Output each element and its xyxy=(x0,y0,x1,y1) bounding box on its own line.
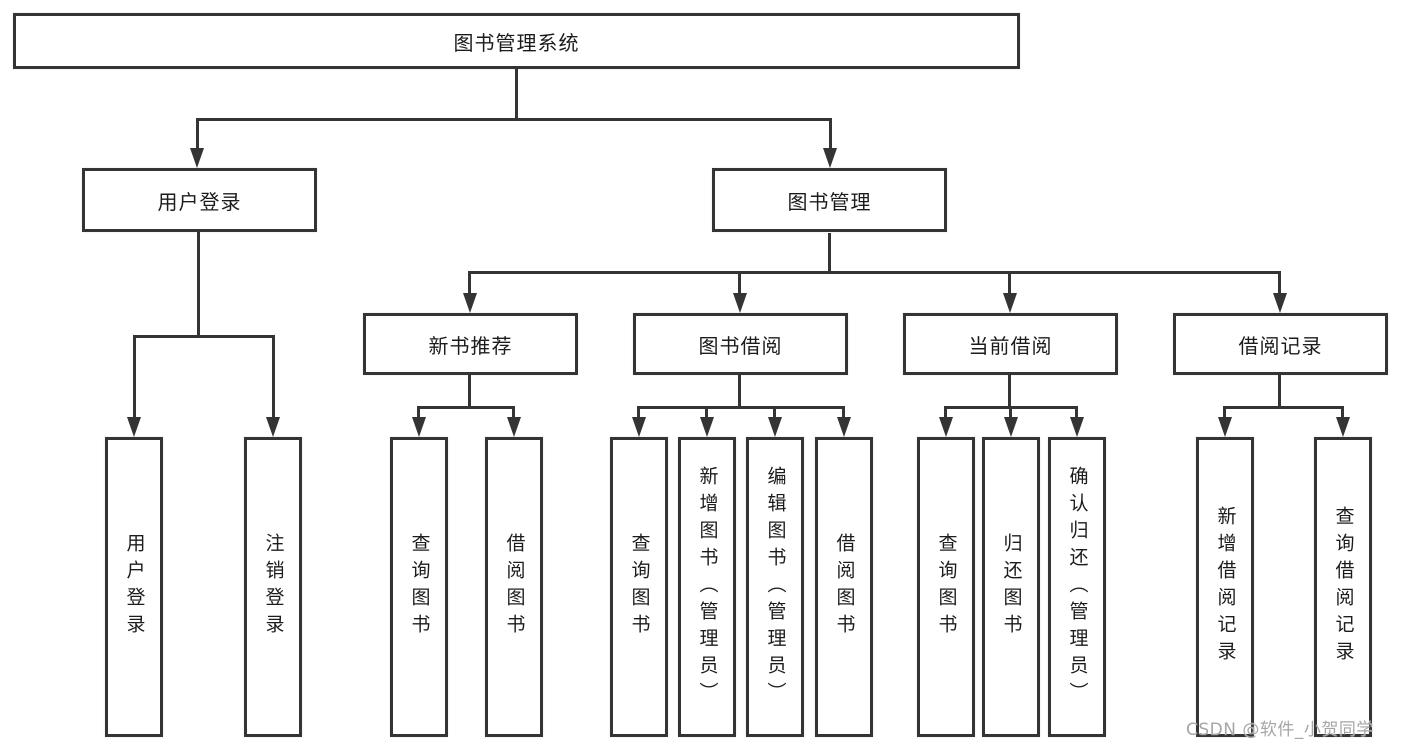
connector-vertical xyxy=(1008,271,1011,297)
connector-vertical xyxy=(512,406,515,421)
connector-vertical xyxy=(1008,375,1011,409)
connector-vertical xyxy=(738,375,741,409)
leaf-query-books: 查询图书 xyxy=(610,437,668,737)
connector-vertical xyxy=(828,233,831,274)
node-new-book-recommendation: 新书推荐 xyxy=(363,313,578,375)
connector-vertical xyxy=(1009,406,1012,421)
node-book-borrowing: 图书借阅 xyxy=(633,313,848,375)
arrow-down-icon xyxy=(1070,417,1084,437)
leaf-query-books: 查询图书 xyxy=(917,437,975,737)
arrow-down-icon xyxy=(939,417,953,437)
connector-vertical xyxy=(1278,375,1281,409)
watermark: CSDN @软件_小贺同学 xyxy=(1186,720,1374,740)
node-label: 编辑图书（管理员） xyxy=(764,465,787,709)
node-label: 图书管理系统 xyxy=(453,30,580,55)
connector-vertical xyxy=(637,406,640,421)
arrow-down-icon xyxy=(127,417,141,437)
leaf-add-borrow-record: 新增借阅记录 xyxy=(1196,437,1254,737)
arrow-down-icon xyxy=(1003,293,1017,313)
connector-horizontal xyxy=(637,406,845,409)
node-label: 确认归还（管理员） xyxy=(1066,465,1089,709)
node-label: 当前借阅 xyxy=(968,333,1053,358)
connector-vertical xyxy=(1278,271,1281,297)
leaf-query-books: 查询图书 xyxy=(390,437,448,737)
connector-horizontal xyxy=(468,271,1281,274)
arrow-down-icon xyxy=(1218,417,1232,437)
arrow-down-icon xyxy=(412,417,426,437)
connector-vertical xyxy=(1341,406,1344,421)
connector-vertical xyxy=(842,406,845,421)
node-label: 用户登录 xyxy=(123,533,146,641)
arrow-down-icon xyxy=(463,293,477,313)
leaf-return-books: 归还图书 xyxy=(982,437,1040,737)
node-current-borrowing: 当前借阅 xyxy=(903,313,1118,375)
connector-vertical xyxy=(738,271,741,297)
connector-horizontal xyxy=(417,406,515,409)
connector-vertical xyxy=(197,232,200,338)
node-label: 新书推荐 xyxy=(428,333,513,358)
arrow-down-icon xyxy=(507,417,521,437)
connector-horizontal xyxy=(196,118,831,121)
node-label: 借阅记录 xyxy=(1238,333,1323,358)
connector-vertical xyxy=(1223,406,1226,421)
leaf-edit-books-admin: 编辑图书（管理员） xyxy=(746,437,804,737)
leaf-borrow-books: 借阅图书 xyxy=(815,437,873,737)
arrow-down-icon xyxy=(823,148,837,168)
node-borrowing-records: 借阅记录 xyxy=(1173,313,1388,375)
node-book-management: 图书管理 xyxy=(712,168,947,232)
connector-vertical xyxy=(944,406,947,421)
node-label: 查询图书 xyxy=(408,533,431,641)
leaf-user-login: 用户登录 xyxy=(105,437,163,737)
node-library-management-system: 图书管理系统 xyxy=(13,13,1020,69)
leaf-query-borrow-record: 查询借阅记录 xyxy=(1314,437,1372,737)
arrow-down-icon xyxy=(768,417,782,437)
connector-horizontal xyxy=(133,335,275,338)
node-label: 新增图书（管理员） xyxy=(696,465,719,709)
connector-vertical xyxy=(133,335,136,421)
leaf-borrow-books: 借阅图书 xyxy=(485,437,543,737)
connector-vertical xyxy=(468,271,471,297)
connector-vertical xyxy=(196,118,199,152)
leaf-confirm-return-admin: 确认归还（管理员） xyxy=(1048,437,1106,737)
node-label: 查询图书 xyxy=(935,533,958,641)
arrow-down-icon xyxy=(1273,293,1287,313)
connector-vertical xyxy=(1075,406,1078,421)
node-label: 图书借阅 xyxy=(698,333,783,358)
connector-vertical xyxy=(468,375,471,409)
connector-vertical xyxy=(705,406,708,421)
arrow-down-icon xyxy=(632,417,646,437)
node-label: 借阅图书 xyxy=(503,533,526,641)
arrow-down-icon xyxy=(266,417,280,437)
arrow-down-icon xyxy=(1004,417,1018,437)
node-user-login: 用户登录 xyxy=(82,168,317,232)
node-label: 新增借阅记录 xyxy=(1214,506,1237,668)
connector-horizontal xyxy=(1223,406,1344,409)
connector-vertical xyxy=(272,335,275,421)
node-label: 借阅图书 xyxy=(833,533,856,641)
arrow-down-icon xyxy=(190,148,204,168)
arrow-down-icon xyxy=(733,293,747,313)
node-label: 归还图书 xyxy=(1000,533,1023,641)
connector-vertical xyxy=(417,406,420,421)
connector-vertical xyxy=(829,118,832,152)
leaf-logout: 注销登录 xyxy=(244,437,302,737)
node-label: 查询图书 xyxy=(628,533,651,641)
arrow-down-icon xyxy=(837,417,851,437)
node-label: 注销登录 xyxy=(262,533,285,641)
connector-vertical xyxy=(773,406,776,421)
arrow-down-icon xyxy=(1336,417,1350,437)
node-label: 查询借阅记录 xyxy=(1332,506,1355,668)
arrow-down-icon xyxy=(700,417,714,437)
leaf-add-books-admin: 新增图书（管理员） xyxy=(678,437,736,737)
node-label: 用户登录 xyxy=(157,189,242,214)
node-label: 图书管理 xyxy=(787,189,872,214)
connector-vertical xyxy=(515,69,518,121)
